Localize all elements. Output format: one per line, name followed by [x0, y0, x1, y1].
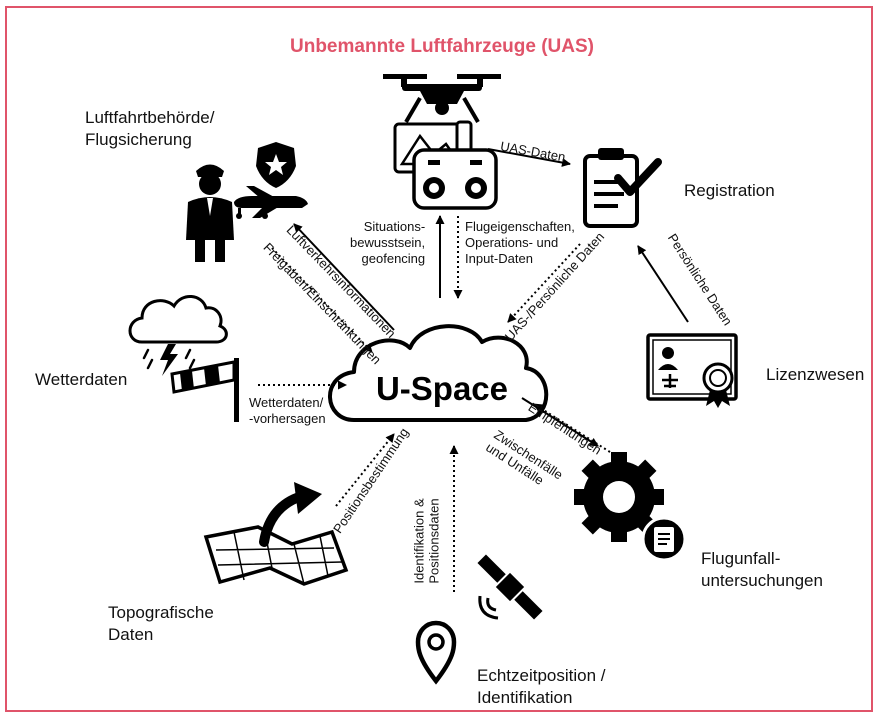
node-topographic: Topografische Daten [108, 603, 214, 644]
node-licensing: Lizenzwesen [766, 365, 865, 384]
airplane-icon [234, 186, 308, 219]
license-certificate-icon [646, 333, 738, 408]
remote-controller-icon [393, 120, 498, 210]
windsock-icon [170, 358, 239, 422]
flow-situational: Situations- bewusstsein, geofencing [350, 219, 426, 266]
location-pin-icon [415, 620, 457, 685]
satellite-icon [477, 554, 543, 620]
diagram-frame: Unbemannte Luftfahrzeuge (UAS) U-Space L… [5, 6, 873, 712]
clipboard-check-icon [583, 148, 662, 228]
diagram-title: Unbemannte Luftfahrzeuge (UAS) [290, 36, 594, 57]
cloud-lightning-icon [128, 295, 228, 376]
flow-identification: Identifikation & Positionsdaten [411, 498, 442, 584]
flow-arrows [258, 148, 689, 592]
node-registration: Registration [684, 181, 775, 200]
node-accident: Flugunfall- untersuchungen [701, 549, 823, 590]
center-label: U-Space [375, 370, 509, 407]
cloud-icon [328, 324, 549, 422]
gear-icon [574, 452, 664, 542]
diagram-artwork [128, 74, 738, 685]
node-realtime: Echtzeitposition / Identifikation [477, 666, 606, 707]
node-weather: Wetterdaten [35, 370, 128, 389]
document-icon [641, 516, 687, 562]
flow-weather: Wetterdaten/ -vorhersagen [249, 395, 326, 426]
flow-flight-properties: Flugeigenschaften, Operations- und Input… [465, 219, 575, 266]
drone-icon [383, 74, 501, 124]
pilot-icon [186, 164, 234, 262]
police-badge-icon [256, 142, 296, 188]
map-icon [203, 482, 349, 586]
node-authority: Luftfahrtbehörde/ Flugsicherung [85, 108, 215, 149]
